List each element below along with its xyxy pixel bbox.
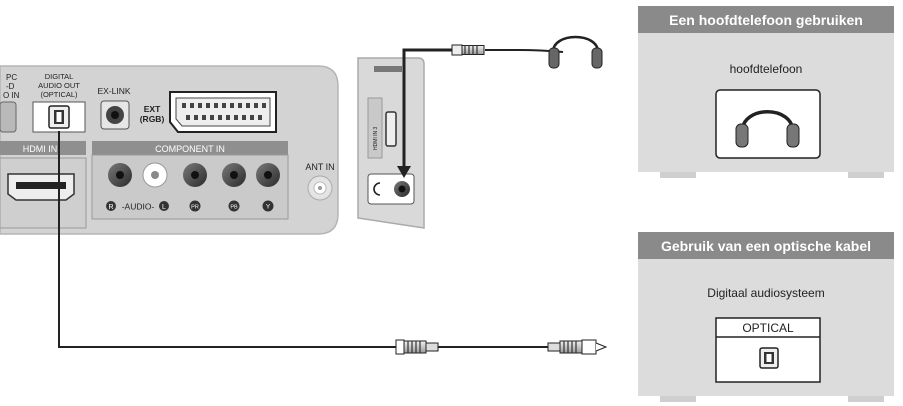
optical-caption: Digitaal audiosysteem bbox=[707, 286, 824, 300]
component-label: COMPONENT IN bbox=[155, 144, 225, 154]
headphones-icon bbox=[548, 35, 603, 69]
pc-input-label: PC -D O IN bbox=[3, 73, 20, 100]
component-header bbox=[92, 141, 288, 155]
audio-r-jack[interactable] bbox=[108, 163, 132, 187]
headphone-symbol-icon bbox=[373, 182, 381, 196]
pr-jack[interactable] bbox=[183, 163, 207, 187]
headphones-device-icon bbox=[735, 110, 800, 148]
audio-l-jack[interactable] bbox=[142, 162, 168, 188]
optical-title: Gebruik van een optische kabel bbox=[661, 238, 871, 254]
hdmi-header bbox=[0, 141, 86, 155]
headphones-device bbox=[715, 89, 821, 159]
pb-jack[interactable] bbox=[222, 163, 246, 187]
exlink-label: EX-LINK bbox=[97, 86, 130, 96]
side-panel: HDMI IN 3 bbox=[357, 57, 425, 229]
svg-text:PR: PR bbox=[191, 205, 199, 211]
svg-text:EXT: EXT bbox=[144, 104, 161, 114]
pb-badge bbox=[228, 200, 240, 212]
digital-audio-out-label: DIGITAL AUDIO OUT (OPTICAL) bbox=[38, 72, 80, 99]
headphone-jack[interactable] bbox=[394, 181, 410, 197]
exlink-port[interactable] bbox=[100, 100, 130, 130]
optical-port-label: OPTICAL bbox=[742, 321, 794, 335]
svg-text:PB: PB bbox=[230, 205, 238, 211]
optical-out-port[interactable] bbox=[32, 101, 86, 133]
ant-in-label: ANT IN bbox=[305, 162, 334, 172]
side-hdmi-label: HDMI IN 3 bbox=[373, 126, 379, 150]
optical-port-icon[interactable] bbox=[759, 347, 779, 369]
svg-text:DIGITAL: DIGITAL bbox=[45, 72, 74, 81]
optical-box: Gebruik van een optische kabel Digitaal … bbox=[638, 232, 894, 402]
svg-text:PC: PC bbox=[6, 73, 17, 82]
y-jack[interactable] bbox=[256, 163, 280, 187]
svg-text:-D: -D bbox=[6, 82, 15, 91]
svg-text:(RGB): (RGB) bbox=[140, 114, 165, 124]
rear-panel: PC -D O IN DIGITAL AUDIO OUT (OPTICAL) E… bbox=[0, 65, 339, 235]
ant-in-port[interactable] bbox=[307, 175, 333, 201]
headphones-caption: hoofdtelefoon bbox=[730, 62, 803, 76]
y-badge bbox=[262, 200, 274, 212]
audio-r-badge bbox=[106, 201, 116, 211]
side-hdmi-port[interactable] bbox=[367, 97, 397, 159]
audio-label: -AUDIO- bbox=[122, 202, 155, 212]
hdmi-port[interactable] bbox=[0, 157, 87, 229]
hdmi-label: HDMI IN bbox=[23, 144, 58, 154]
svg-text:Y: Y bbox=[266, 204, 271, 211]
audio-l-badge bbox=[159, 201, 169, 211]
svg-text:R: R bbox=[108, 204, 113, 211]
headphones-title: Een hoofdtelefoon gebruiken bbox=[669, 12, 863, 28]
svg-text:AUDIO OUT: AUDIO OUT bbox=[38, 81, 80, 90]
pr-badge bbox=[189, 200, 201, 212]
svg-text:(OPTICAL): (OPTICAL) bbox=[40, 90, 78, 99]
headphones-box: Een hoofdtelefoon gebruiken hoofdtelefoo… bbox=[638, 6, 894, 178]
headphones-title-bar bbox=[638, 6, 894, 33]
optical-title-bar bbox=[638, 232, 894, 259]
pc-port[interactable] bbox=[0, 101, 17, 133]
optical-cable bbox=[58, 131, 608, 355]
svg-text:O IN: O IN bbox=[3, 91, 20, 100]
headphone-cable bbox=[397, 44, 564, 178]
ext-rgb-label: EXT (RGB) bbox=[140, 104, 165, 124]
svg-text:L: L bbox=[162, 204, 166, 211]
scart-port[interactable] bbox=[169, 91, 277, 133]
